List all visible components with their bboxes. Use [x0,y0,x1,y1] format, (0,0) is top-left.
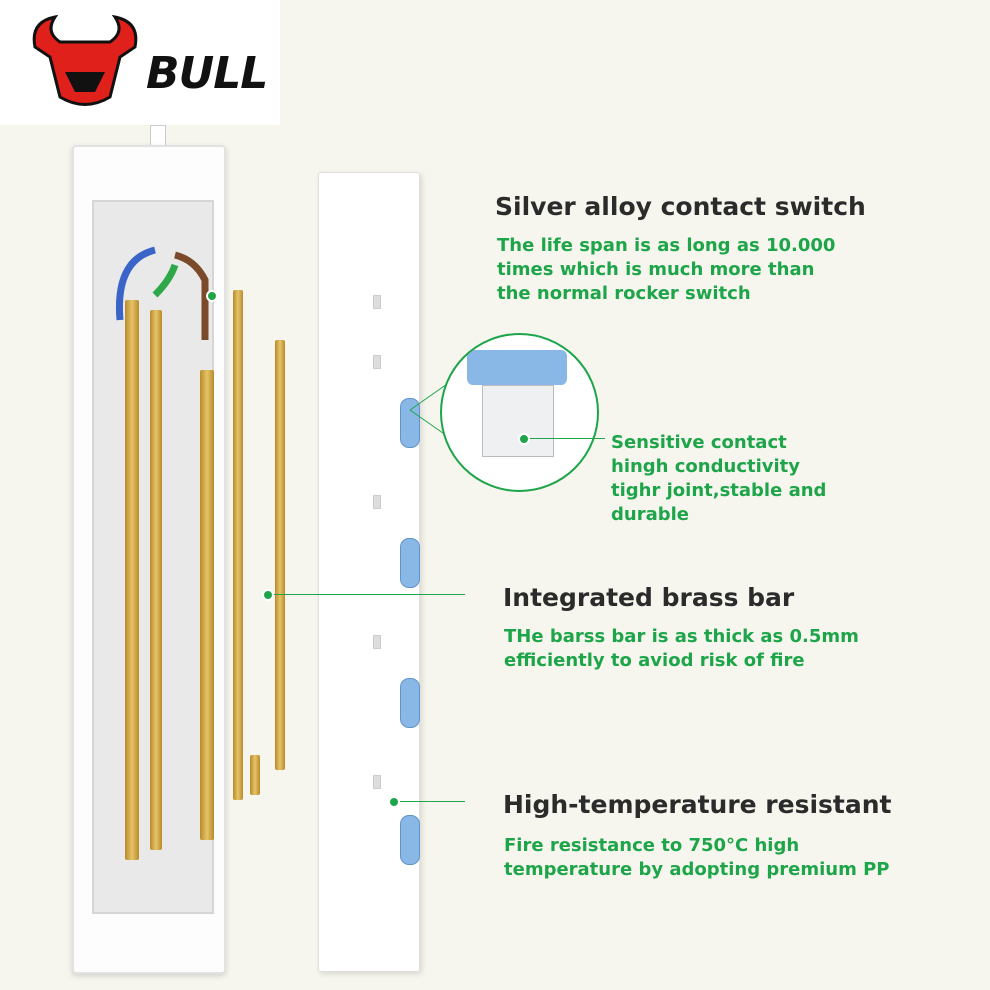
feature-desc: The life span is as long as 10.000 times… [497,234,835,306]
brass-bar [275,340,285,770]
socket-slot [373,635,381,649]
feature-desc-line: tighr joint,stable and [611,480,827,501]
feature-desc-line: durable [611,504,689,525]
feature-desc-line: efficiently to aviod risk of fire [504,650,805,671]
brass-bar [200,370,214,840]
feature-desc-line: the normal rocker switch [497,283,751,304]
bull-head-logo-icon [32,14,138,106]
socket-slot [373,355,381,369]
feature-desc-line: hingh conductivity [611,456,800,477]
feature-desc-line: temperature by adopting premium PP [504,859,890,880]
marker-dot [206,290,218,302]
switch-housing [482,385,554,457]
marker-dot [518,433,530,445]
socket-slot [373,295,381,309]
feature-desc-line: Sensitive contact [611,432,787,453]
feature-desc-line: The life span is as long as 10.000 [497,235,836,256]
brass-bar [125,300,139,860]
leader-line [395,801,465,802]
feature-desc: THe barss bar is as thick as 0.5mm effic… [504,625,859,673]
brass-bar [250,755,260,795]
feature-desc-line: THe barss bar is as thick as 0.5mm [504,626,859,647]
switch-detail-zoom [440,333,599,492]
feature-desc-line: times which is much more than [497,259,815,280]
socket-switch [400,398,420,448]
feature-desc: Fire resistance to 750°C high temperatur… [504,834,889,882]
socket-switch [400,815,420,865]
feature-desc-line: Fire resistance to 750°C high [504,835,800,856]
leader-line [525,438,605,439]
socket-slot [373,775,381,789]
marker-dot [388,796,400,808]
feature-title: High-temperature resistant [503,790,892,819]
logo-area: BULL [0,0,280,125]
socket-slot [373,495,381,509]
marker-dot [262,589,274,601]
feature-desc: Sensitive contact hingh conductivity tig… [611,431,826,527]
socket-switch [400,678,420,728]
leader-line [270,594,465,595]
brand-name: BULL [146,48,268,99]
wires-icon [115,246,209,340]
brass-bar [233,290,243,800]
brass-bar [150,310,162,850]
socket-switch [400,538,420,588]
switch-cap [467,350,567,385]
feature-title: Integrated brass bar [503,583,795,612]
feature-title: Silver alloy contact switch [495,192,866,221]
